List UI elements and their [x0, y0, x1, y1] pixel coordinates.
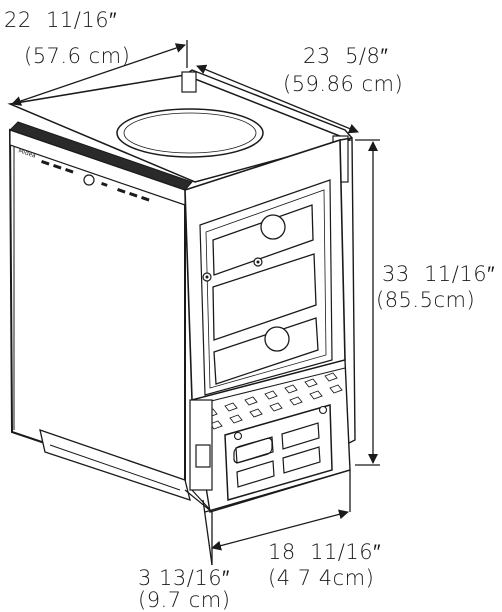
depth-cm-label: (59.86 cm): [283, 72, 404, 96]
front-leg-assembly: [189, 399, 213, 513]
side-emboss-middle: [212, 253, 317, 341]
height-inches-label: 33 11/16″: [382, 262, 496, 286]
dimension-height: [355, 139, 380, 466]
base-access-panel: [224, 404, 333, 501]
base-hex-pattern: [204, 372, 343, 430]
depth-inches-label: 23 5/8″: [303, 44, 389, 68]
dimension-width: [11, 40, 188, 106]
dimension-depth: [196, 64, 359, 134]
spray-arm-opening: [116, 108, 264, 158]
toe-depth-cm-label: (4 7 4cm): [268, 566, 375, 590]
width-inches-label: 22 11/16″: [4, 8, 118, 32]
height-cm-label: (85.5cm): [376, 288, 476, 312]
toekick-strip: [39, 429, 191, 501]
dimension-toe-depth: [211, 470, 351, 551]
toe-depth-inches-label: 18 11/16″: [268, 540, 382, 564]
dimension-toe-height: [202, 499, 213, 566]
toe-height-inches-label: 3 13/16″: [138, 566, 230, 590]
toe-height-cm-label: (9.7 cm): [138, 588, 231, 612]
width-cm-label: (57.6 cm): [24, 44, 131, 68]
control-buttons: [41, 160, 150, 202]
